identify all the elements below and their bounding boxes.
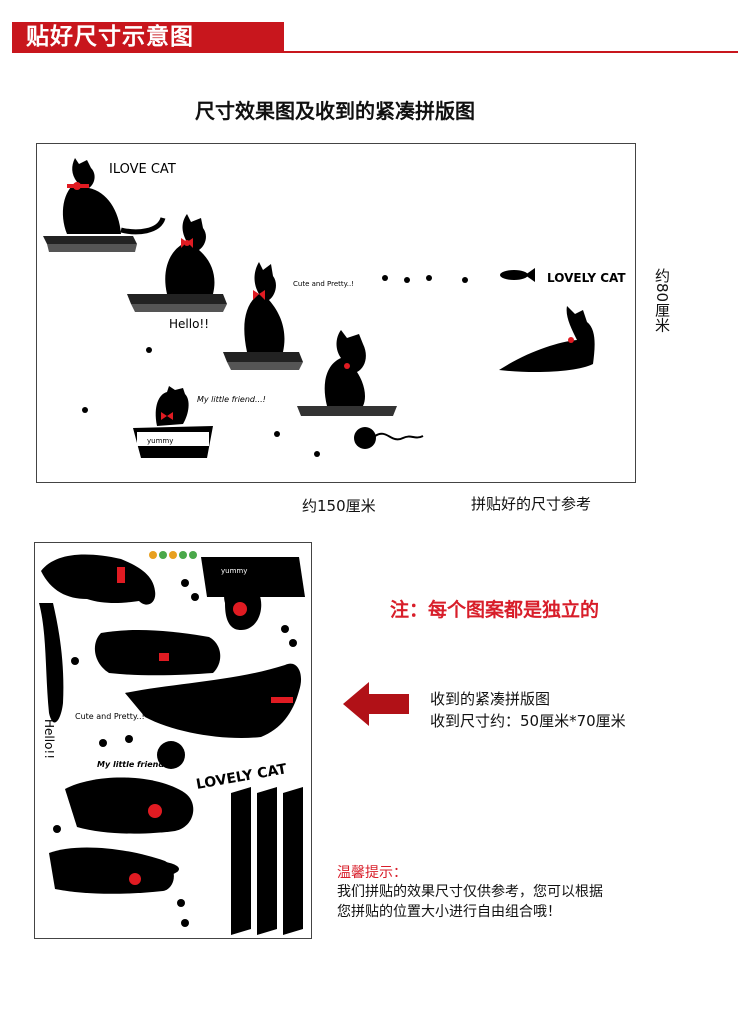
effect-diagram-art: ILOVE CAT Hello!! Cute and Pretty..! — [43, 158, 626, 458]
sheet-basket-text: yummy — [221, 567, 247, 575]
effect-cute: Cute and Pretty..! — [293, 280, 354, 288]
sheet-cat-1 — [41, 554, 156, 605]
paw-prints — [82, 275, 468, 457]
sheet-layout-art: yummy Cute and Pretty..! Hello!! My litt… — [39, 551, 305, 935]
left-arrow-icon — [343, 682, 409, 726]
sheet-cat-3 — [125, 663, 302, 739]
sheet-cat-2 — [94, 630, 221, 676]
header-title: 贴好尺寸示意图 — [12, 22, 284, 53]
sitting-cat-1 — [43, 158, 166, 252]
sheet-bow-3 — [129, 873, 141, 885]
sheet-bow-2 — [148, 804, 162, 818]
effect-diagram-frame: ILOVE CAT Hello!! Cute and Pretty..! — [36, 143, 636, 483]
section-title: 尺寸效果图及收到的紧凑拼版图 — [195, 99, 475, 123]
tips-line-2: 您拼贴的位置大小进行自由组合哦！ — [337, 904, 561, 920]
effect-basket-text: yummy — [147, 437, 173, 445]
sheet-layout-frame: yummy Cute and Pretty..! Hello!! My litt… — [34, 542, 312, 939]
sheet-cute: Cute and Pretty..! — [75, 712, 145, 721]
sheet-cat-6 — [49, 847, 174, 894]
sheet-badges — [149, 551, 197, 559]
sheet-cat-5 — [65, 777, 194, 834]
sitting-cat-3 — [223, 262, 303, 370]
received-layout-label: 收到的紧凑拼版图 — [430, 690, 551, 708]
basket-cat — [133, 386, 213, 458]
height-label: 约80厘米 — [653, 268, 671, 333]
sheet-fish-icon — [127, 861, 179, 877]
sheet-shelf — [201, 557, 305, 597]
tips-title: 温馨提示： — [337, 865, 407, 881]
tips-line-1: 我们拼贴的效果尺寸仅供参考，您可以根据 — [337, 884, 603, 900]
fish-icon — [500, 268, 535, 282]
sheet-board-3 — [283, 787, 303, 935]
independent-note: 注：每个图案都是独立的 — [390, 599, 600, 621]
sheet-my-little-friend: My little friend...! — [97, 760, 177, 769]
header-divider — [12, 51, 738, 53]
sitting-cat-2 — [127, 214, 227, 312]
width-label: 约150厘米 — [302, 497, 376, 515]
sheet-i-love-cat: ILOVE CAT — [208, 843, 222, 912]
received-size-label: 收到尺寸约：50厘米*70厘米 — [430, 712, 626, 730]
sheet-bow-1 — [233, 602, 247, 616]
tips-body: 我们拼贴的效果尺寸仅供参考，您可以根据 您拼贴的位置大小进行自由组合哦！ — [337, 882, 697, 922]
sheet-board-1 — [231, 787, 251, 935]
sitting-cat-4 — [297, 330, 424, 449]
lying-cat — [499, 306, 595, 372]
sheet-yarn — [157, 741, 185, 769]
sheet-board-2 — [257, 787, 277, 935]
sheet-cat-tall — [39, 603, 64, 723]
sheet-collar-3 — [271, 697, 293, 703]
sheet-hello: Hello!! — [42, 719, 56, 759]
sheet-collar-1 — [117, 567, 125, 583]
effect-hello: Hello!! — [169, 317, 209, 331]
effect-i-love-cat: ILOVE CAT — [109, 162, 176, 177]
effect-my-little-friend: My little friend...! — [197, 395, 266, 404]
sheet-collar-2 — [159, 653, 169, 661]
reference-label: 拼贴好的尺寸参考 — [471, 495, 592, 513]
effect-lovely-cat: LOVELY CAT — [547, 271, 626, 285]
